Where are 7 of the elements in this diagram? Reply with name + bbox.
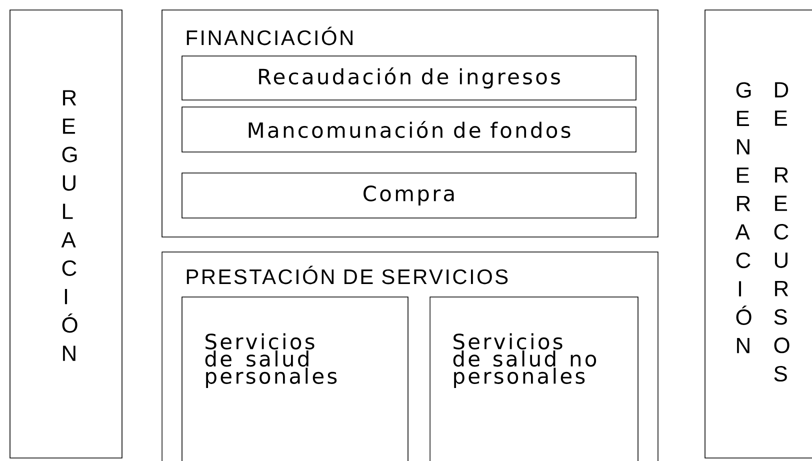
- function-box: Compra: [182, 172, 636, 218]
- function-box: Mancomunación de fondos: [182, 106, 636, 152]
- column-box: REGULACIÓN: [10, 10, 122, 458]
- function-box: Recaudación de ingresos: [182, 56, 636, 100]
- service-box: Servicios de salud personales: [182, 296, 408, 461]
- column-box: GENERACIÓN DE RECURSOS: [704, 10, 812, 458]
- service-box: Servicios de salud no personales: [430, 296, 638, 461]
